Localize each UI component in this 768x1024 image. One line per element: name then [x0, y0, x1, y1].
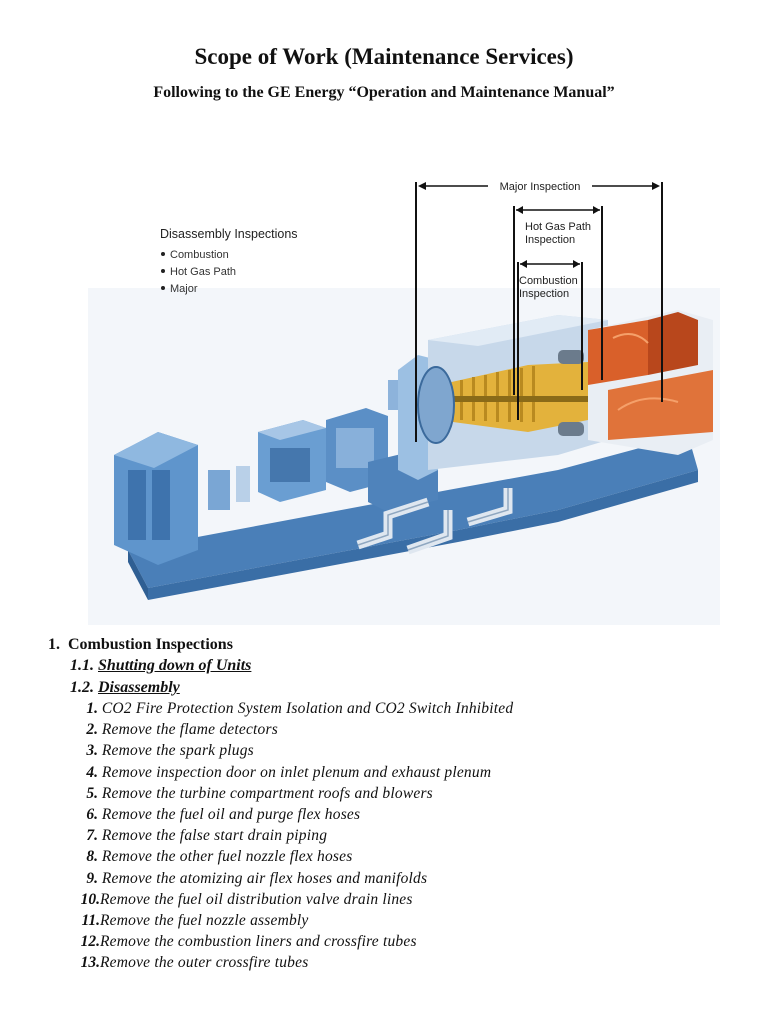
list-item: 4. Remove inspection door on inlet plenu… [86, 763, 492, 781]
list-item: 2. Remove the flame detectors [86, 721, 278, 739]
inspection-legend: Disassembly Inspections Combustion Hot G… [160, 227, 298, 295]
legend-item-major: Major [170, 283, 198, 295]
subsection-1-2: 1.2. Disassembly [70, 679, 180, 697]
inlet-enclosure [114, 432, 250, 565]
label-hot-gas-path-1: Hot Gas Path [525, 221, 591, 233]
list-item: 1. CO2 Fire Protection System Isolation … [86, 700, 514, 717]
subsection-title: Shutting down of Units [98, 657, 252, 674]
gas-turbine-illustration: Disassembly Inspections Combustion Hot G… [88, 170, 720, 625]
label-major-inspection: Major Inspection [500, 181, 581, 193]
subsection-title: Disassembly [98, 679, 180, 696]
list-item: 12.Remove the combustion liners and cros… [80, 933, 417, 951]
document-subtitle: Following to the GE Energy “Operation an… [153, 84, 615, 101]
list-item: 5. Remove the turbine compartment roofs … [86, 784, 433, 802]
label-combustion-2: Inspection [519, 288, 569, 300]
legend-title: Disassembly Inspections [160, 227, 298, 241]
exhaust-section [588, 310, 713, 455]
subsection-number: 1.2. [70, 679, 94, 696]
document-title: Scope of Work (Maintenance Services) [194, 44, 574, 69]
label-combustion-1: Combustion [519, 275, 578, 287]
label-hot-gas-path-2: Inspection [525, 234, 575, 246]
list-item: 8. Remove the other fuel nozzle flex hos… [86, 848, 353, 866]
list-item: 3. Remove the spark plugs [86, 742, 254, 760]
subsection-1-1: 1.1. Shutting down of Units [70, 657, 251, 675]
subsection-number: 1.1. [70, 657, 94, 674]
list-item: 9. Remove the atomizing air flex hoses a… [86, 869, 428, 887]
section-heading: 1. Combustion Inspections [48, 636, 233, 654]
list-item: 11.Remove the fuel nozzle assembly [81, 911, 309, 929]
legend-item-hot-gas-path: Hot Gas Path [170, 266, 236, 278]
inspection-brackets [415, 182, 663, 442]
list-item: 13.Remove the outer crossfire tubes [80, 954, 309, 972]
list-item: 6. Remove the fuel oil and purge flex ho… [86, 805, 361, 823]
list-item: 10.Remove the fuel oil distribution valv… [80, 890, 413, 908]
legend-item-combustion: Combustion [170, 249, 229, 261]
section-number: 1. [48, 636, 60, 653]
disassembly-steps: 1. CO2 Fire Protection System Isolation … [70, 698, 513, 973]
list-item: 7. Remove the false start drain piping [86, 827, 328, 845]
section-title: Combustion Inspections [68, 636, 233, 653]
